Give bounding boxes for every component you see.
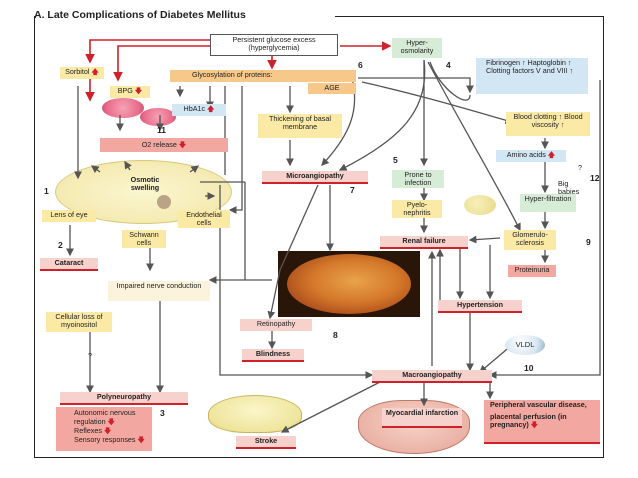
up-arrow-icon: 🡅 (91, 67, 99, 76)
vldl-particle: VLDL (505, 335, 545, 355)
proteinuria-box: Proteinuria (508, 265, 556, 277)
stroke-box: Stroke (236, 436, 296, 449)
o2-release-box: O2 release 🡇 (100, 138, 228, 152)
endothelial-box: Endothelial cells (178, 210, 230, 228)
cataract-box: Cataract (40, 258, 98, 271)
question-mark: ? (88, 351, 92, 360)
nerve-conduction-box: Impaired nerve conduction (108, 281, 210, 301)
down-arrow-icon: 🡇 (178, 140, 187, 149)
myocardial-infarction-box: Myocardial infarction (382, 408, 462, 428)
red-cell-picture (102, 98, 144, 118)
number-label: 7 (350, 185, 355, 195)
blindness-box: Blindness (242, 349, 304, 362)
down-arrow-icon: 🡇 (107, 417, 115, 426)
question-mark: ? (578, 163, 582, 172)
peripheral-label: Peripheral vascular disease, (490, 400, 587, 409)
sorbitol-label: Sorbitol (65, 67, 90, 76)
frame-top (335, 16, 604, 17)
big-babies-label: Big babies (558, 179, 580, 196)
lens-box: Lens of eye (42, 210, 96, 222)
number-label: 11 (157, 125, 166, 135)
frame-right (603, 16, 604, 457)
number-label: 6 (358, 60, 363, 70)
up-arrow-icon: 🡅 (547, 150, 556, 159)
renal-failure-box: Renal failure (380, 236, 468, 249)
sensory-item: Sensory responses 🡇 (74, 435, 145, 444)
schwann-box: Schwann cells (122, 230, 166, 248)
number-label: 3 (160, 408, 165, 418)
autonomic-item: Autonomic nervous regulation 🡇 (74, 408, 136, 426)
osmotic-swelling-label: Osmotic swelling (130, 175, 160, 192)
hba1c-box: HbA1c 🡅 (172, 104, 226, 116)
number-label: 10 (524, 363, 534, 373)
number-label: 8 (333, 330, 338, 340)
thickening-box: Thickening of basal membrane (258, 114, 342, 138)
bpg-box: BPG 🡇 (110, 86, 150, 98)
number-label: 4 (446, 60, 451, 70)
kidney-picture (464, 195, 496, 215)
hypertension-box: Hypertension (438, 300, 522, 313)
polyneuropathy-box: Polyneuropathy (60, 392, 188, 405)
hyperglycemia-box: Persistent glucose excess (hyperglycemia… (210, 34, 338, 56)
frame-left (34, 16, 35, 457)
amino-acids-label: Amino acids (506, 150, 546, 159)
microangiopathy-box: Microangiopathy (262, 171, 368, 184)
number-label: 2 (58, 240, 63, 250)
down-arrow-icon: 🡇 (103, 426, 112, 435)
up-arrow-icon: 🡅 (207, 104, 215, 113)
page-title: A. Late Complications of Diabetes Mellit… (34, 9, 246, 21)
glomerulosclerosis-box: Glomerulo-sclerosis (504, 230, 556, 250)
clotting-factors-box: Fibrinogen ↑ Haptoglobin ↑ Clotting fact… (476, 58, 588, 94)
blood-clotting-box: Blood clotting ↑ Blood viscosity ↑ (506, 112, 590, 136)
age-box: AGE (308, 83, 356, 94)
cell-nucleus-picture (157, 195, 171, 209)
number-label: 5 (393, 155, 398, 165)
retina-fundus-picture (278, 251, 420, 317)
number-label: 1 (44, 186, 49, 196)
frame-bottom (34, 457, 604, 458)
o2-release-label: O2 release (141, 140, 177, 149)
pyelonephritis-box: Pyelo-nephritis (392, 200, 442, 218)
bpg-label: BPG (117, 86, 133, 95)
placental-item: placental perfusion (in pregnancy) 🡇 (490, 412, 567, 429)
down-arrow-icon: 🡇 (530, 420, 539, 429)
number-label: 9 (586, 237, 591, 247)
red-cell-picture (140, 108, 176, 126)
hba1c-label: HbA1c (183, 104, 206, 113)
neuro-effects-box: Autonomic nervous regulation 🡇 Reflexes … (56, 407, 152, 451)
reflexes-item: Reflexes 🡇 (74, 426, 112, 435)
hyperfiltration-box: Hyper-filtration (520, 194, 576, 212)
retinopathy-box: Retinopathy (240, 319, 312, 331)
myoinositol-box: Cellular loss of myoinositol (46, 312, 112, 332)
peripheral-box: Peripheral vascular disease, placental p… (484, 400, 600, 444)
hyperosmolarity-box: Hyper-osmolarity (392, 38, 442, 58)
macroangiopathy-box: Macroangiopathy (372, 370, 492, 383)
glycosylation-box: Glycosylation of proteins: (170, 70, 356, 82)
down-arrow-icon: 🡇 (134, 86, 143, 95)
down-arrow-icon: 🡇 (137, 435, 145, 444)
number-label: 12 (590, 173, 600, 183)
sorbitol-box: Sorbitol 🡅 (60, 67, 104, 79)
amino-acids-box: Amino acids 🡅 (496, 150, 566, 162)
prone-infection-box: Prone to infection (392, 170, 444, 188)
